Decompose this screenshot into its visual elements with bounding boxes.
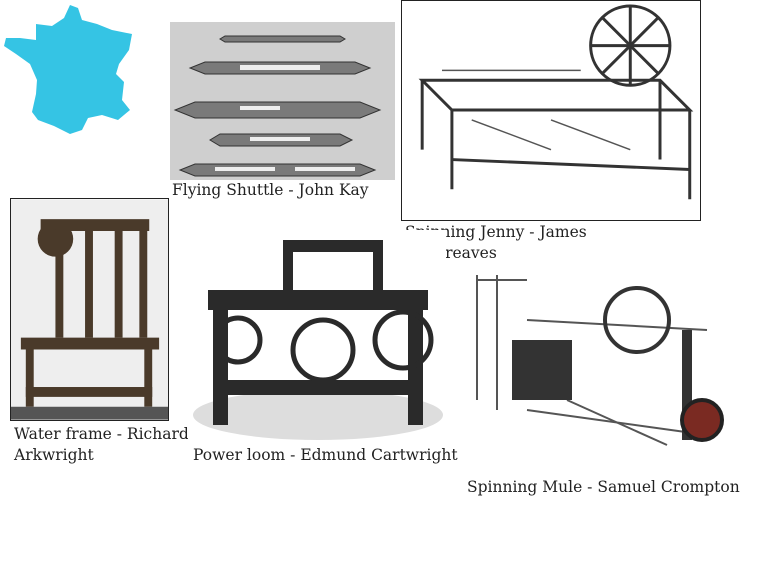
flying-shuttle-image bbox=[170, 22, 395, 180]
spinning-mule-image bbox=[467, 270, 732, 475]
spinning-mule-caption: Spinning Mule - Samuel Crompton bbox=[467, 478, 740, 496]
power-loom-image bbox=[188, 230, 446, 445]
flying-shuttle-caption: Flying Shuttle - John Kay bbox=[172, 181, 369, 199]
spinning-jenny-caption-line1: Spinning Jenny - James bbox=[405, 223, 587, 241]
france-map bbox=[2, 2, 132, 134]
spinning-jenny-image bbox=[401, 0, 701, 221]
power-loom-caption: Power loom - Edmund Cartwright bbox=[193, 446, 458, 464]
water-frame-caption-line1: Water frame - Richard bbox=[14, 425, 189, 443]
water-frame-image bbox=[10, 198, 169, 421]
water-frame-caption-line2: Arkwright bbox=[14, 446, 94, 464]
